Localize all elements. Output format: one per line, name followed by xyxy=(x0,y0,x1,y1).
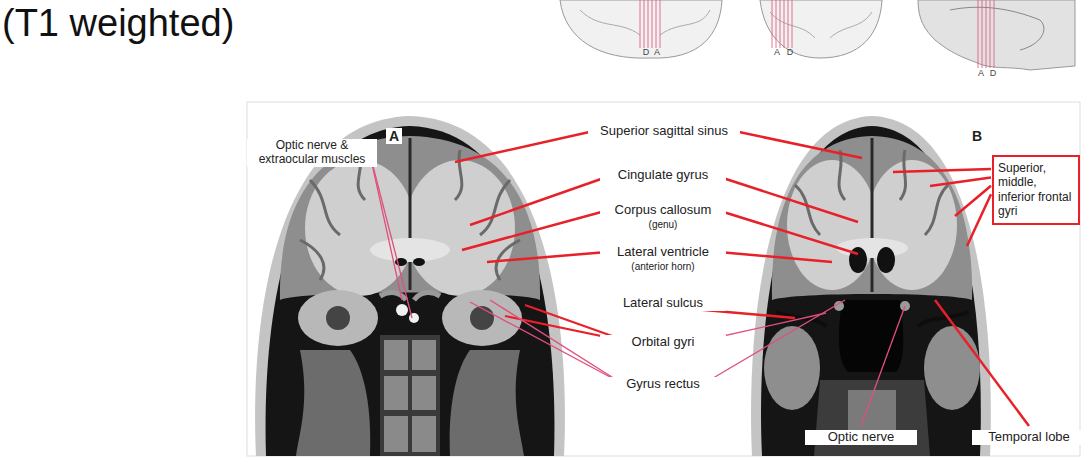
leader-line xyxy=(455,131,596,163)
slide-title: (T1 weighted) xyxy=(2,2,234,46)
structure-label: Temporal lobe xyxy=(972,430,1086,445)
leader-line xyxy=(369,152,412,318)
mri-slice-a xyxy=(255,116,565,456)
box-text: Superior, middle, inferior frontal gyri xyxy=(998,161,1074,219)
plane-letter: D xyxy=(640,47,652,57)
structure-label: Corpus callosum xyxy=(600,203,726,218)
structure-label: Gyrus rectus xyxy=(600,377,726,392)
leader-line xyxy=(369,152,402,300)
brain-thumbnail xyxy=(560,0,1075,70)
leader-line xyxy=(470,175,614,226)
structure-label: Optic nerve & extraocular muscles xyxy=(247,139,377,167)
leader-line xyxy=(715,210,858,255)
leader-line xyxy=(955,186,991,216)
plane-letter: A xyxy=(651,47,663,57)
structure-label: Cingulate gyrus xyxy=(600,168,726,183)
leader-line xyxy=(893,169,991,172)
leader-line xyxy=(861,306,905,426)
leader-line xyxy=(713,252,832,263)
structure-sublabel: (genu) xyxy=(600,219,726,231)
structure-label: Superior sagittal sinus xyxy=(588,124,740,139)
structure-label: Orbital gyri xyxy=(600,335,726,350)
plane-letter: D xyxy=(784,47,796,57)
plane-letter: D xyxy=(987,68,999,78)
leader-line xyxy=(732,131,862,159)
structure-label: Lateral ventricle xyxy=(600,245,726,260)
panel-letter: B xyxy=(969,128,985,144)
plane-letter: A xyxy=(975,68,987,78)
structure-label: Lateral sulcus xyxy=(600,296,726,311)
leader-line xyxy=(930,177,991,186)
leader-line xyxy=(462,210,611,251)
mri-slice-b xyxy=(751,116,991,456)
leader-line xyxy=(487,252,613,263)
leader-line xyxy=(967,194,991,246)
structure-sublabel: (anterior horn) xyxy=(600,261,726,273)
structure-label: Optic nerve xyxy=(805,430,917,445)
label-box: Superior, middle, inferior frontal gyri xyxy=(992,155,1080,225)
plane-letter: A xyxy=(771,47,783,57)
panel-letter: A xyxy=(386,128,402,144)
leader-line xyxy=(935,300,1029,426)
